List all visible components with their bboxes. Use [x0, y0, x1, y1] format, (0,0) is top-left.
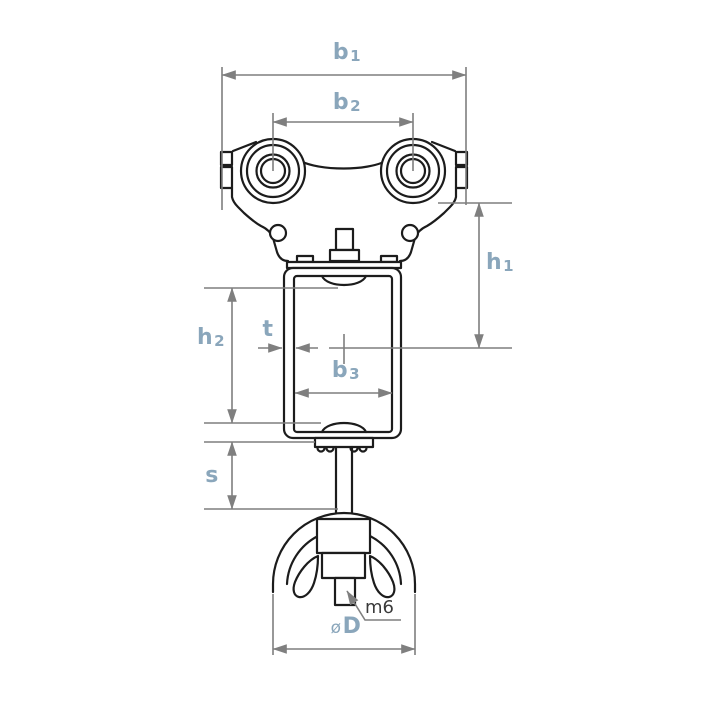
label-h2-sub: 2 [214, 332, 226, 350]
label-b1-sub: 1 [350, 47, 362, 65]
bottom-plate-assembly [313, 436, 375, 453]
wing-nut-ball [271, 511, 417, 607]
dimension-s [204, 441, 338, 510]
channel-top-bump [320, 274, 368, 287]
label-m6-text: m6 [365, 597, 394, 618]
dimension-b2 [272, 113, 414, 171]
label-b3-base: b [331, 358, 349, 383]
wing-nut-upper-block [315, 517, 372, 555]
label-h2-base: h [196, 325, 214, 350]
channel-bracket [282, 266, 403, 440]
label-h1-base: h [485, 250, 503, 275]
label-m6: m6 [365, 599, 394, 617]
label-diameter-prefix: ø [330, 618, 342, 638]
ball-inner-arc-left [285, 534, 320, 586]
label-h1-sub: 1 [503, 257, 515, 275]
dimension-b1 [221, 67, 467, 210]
center-cross [329, 334, 512, 364]
label-b2-base: b [332, 90, 350, 115]
body-top-left-edge [231, 140, 258, 153]
ball-inner-arc-right [368, 534, 403, 586]
body-hole-right [400, 223, 420, 243]
dimension-diameter [272, 594, 416, 655]
hanger-rod [334, 445, 354, 519]
center-bolt [328, 227, 361, 263]
body-hole-left [268, 223, 288, 243]
label-s-base: s [205, 463, 219, 488]
wing-right [368, 554, 396, 599]
dimension-h1 [438, 202, 512, 349]
label-t-base: t [262, 317, 274, 342]
label-b1-base: b [332, 40, 350, 65]
left-side-tab [219, 150, 234, 190]
label-t: t [248, 319, 288, 341]
right-side-tab [454, 150, 469, 190]
body-left-outline [230, 186, 290, 263]
label-s: s [192, 465, 232, 487]
dimension-lines [204, 67, 512, 655]
wing-nut-body [320, 551, 367, 580]
body-top-between-wheels [298, 159, 388, 170]
label-b2-sub: 2 [350, 97, 362, 115]
label-b3-sub: 3 [349, 365, 361, 383]
wing-left [292, 554, 320, 599]
dimension-h2 [204, 287, 338, 424]
m6-leader-line [346, 590, 401, 621]
body-top-right-edge [430, 140, 457, 153]
label-diameter-base: D [342, 614, 362, 639]
channel-bottom-bump [320, 421, 368, 434]
thread-stem-m6 [333, 576, 357, 607]
